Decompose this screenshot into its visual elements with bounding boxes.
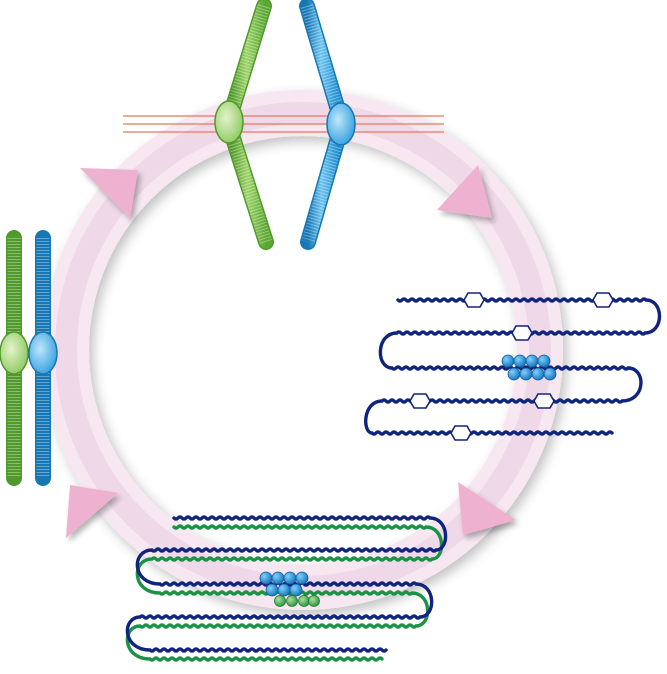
blue-arm-lower-bands	[301, 136, 345, 244]
chromatin-fiber-right	[364, 292, 662, 441]
green-arm-upper-bands	[225, 4, 271, 112]
nucleosome	[295, 571, 309, 585]
nucleosome-green	[274, 595, 286, 607]
nucleosome-green	[286, 595, 298, 607]
blue-chromatid-top	[299, 0, 346, 250]
nucleosome-cluster-right	[501, 354, 557, 381]
origin-box	[450, 425, 472, 441]
blue-arm-upper-body	[300, 0, 345, 117]
arrow-top-right-icon	[437, 165, 492, 218]
cycle-ring	[43, 90, 563, 610]
origin-box	[592, 292, 614, 308]
arrow-bottom-left-icon	[66, 485, 118, 538]
nucleosome	[507, 367, 521, 381]
separating-chromatids	[214, 0, 356, 250]
nucleosome	[271, 571, 285, 585]
green-centromere-top	[214, 100, 244, 144]
origin-box	[511, 325, 533, 341]
nucleosome	[519, 367, 533, 381]
cycle-arrows	[66, 165, 516, 538]
replication-origins	[409, 292, 614, 441]
nucleosome	[265, 583, 279, 597]
nucleosome	[543, 367, 557, 381]
origin-box	[533, 393, 555, 409]
nucleosome	[531, 367, 545, 381]
nucleosome	[283, 571, 297, 585]
green-arm-lower-body	[225, 128, 273, 249]
arrow-top-left-icon	[80, 168, 138, 218]
green-centromere-left	[0, 331, 29, 375]
blue-centromere-top	[326, 102, 356, 146]
arrow-bottom-right-icon	[458, 482, 516, 535]
sister-chromatids-left	[0, 230, 58, 486]
replicated-fibers-bottom	[125, 515, 448, 662]
blue-centromere-left	[28, 331, 58, 375]
blue-arm-lower-body	[301, 131, 345, 249]
green-chromatid-top	[224, 0, 274, 250]
origin-box	[463, 292, 485, 308]
nucleosome	[277, 583, 291, 597]
nucleosome	[259, 571, 273, 585]
spindle-lines	[123, 115, 444, 133]
nucleosome	[289, 583, 303, 597]
nucleosome-green	[298, 595, 310, 607]
origin-box	[409, 393, 431, 409]
nucleosome-green	[308, 595, 320, 607]
nucleosome	[525, 354, 539, 368]
nucleosome	[537, 354, 551, 368]
nucleosome-cluster-bottom	[259, 571, 320, 607]
green-arm-upper-body	[225, 0, 271, 117]
green-arm-lower-bands	[225, 133, 273, 244]
nucleosome	[513, 354, 527, 368]
nucleosome	[501, 354, 515, 368]
blue-arm-upper-bands	[300, 4, 345, 112]
